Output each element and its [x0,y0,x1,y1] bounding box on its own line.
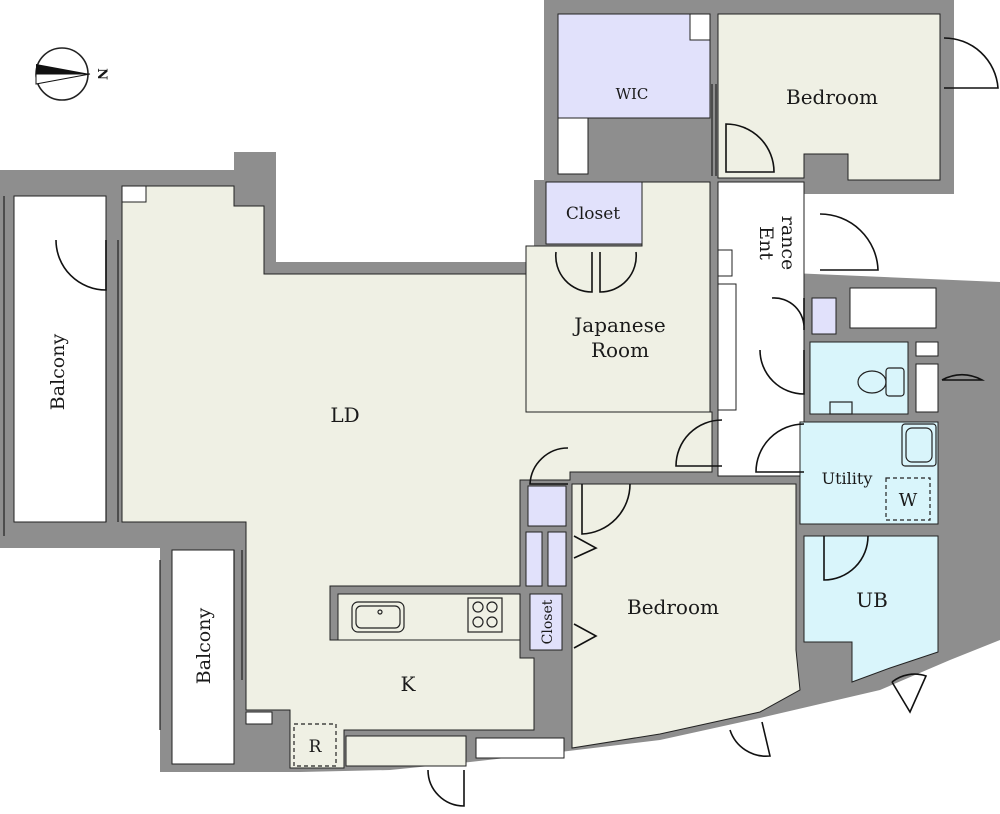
room-labels: WIC Bedroom Closet Ent rance Japanese Ro… [47,85,918,757]
compass: N [35,47,109,101]
balcony-southwest [171,549,235,765]
closet-top-label: Closet [566,204,620,224]
balcony-west [13,195,107,523]
entrance-label-1: Ent [755,226,777,260]
ub-room [803,535,939,683]
washer-space [885,477,931,521]
north-label: N [94,68,109,80]
closet-top-room [545,181,643,245]
japanese-label-2: Room [591,338,649,362]
k-label: K [401,672,417,696]
kitchen-sink [351,601,405,633]
stove [467,597,503,633]
wic-label: WIC [616,85,649,103]
bedroom-north-room [717,13,941,181]
utility-label: Utility [822,469,873,488]
door-swings [55,37,999,807]
bedroom-south-label: Bedroom [627,595,719,619]
vanity-sink [901,423,937,467]
ub-label: UB [856,588,888,612]
bedroom-south-room [571,483,801,749]
balcony-west-label: Balcony [47,334,69,411]
closet-small-label: Closet [540,599,556,644]
ld-label: LD [330,403,359,427]
fixtures [3,84,937,767]
bedroom-north-label: Bedroom [786,85,878,109]
refrigerator-space [293,723,337,767]
utility-room [799,421,939,525]
entrance-label-2: rance [777,216,799,271]
ld-room [121,185,713,769]
closet-small-room [529,593,563,651]
japanese-label-1: Japanese [572,313,665,337]
balcony-southwest-label: Balcony [193,608,215,685]
r-label: R [309,737,323,757]
north-arrow-icon [35,47,91,101]
w-label: W [899,490,918,511]
rooms-fill [13,13,941,769]
wic-room [557,13,711,119]
